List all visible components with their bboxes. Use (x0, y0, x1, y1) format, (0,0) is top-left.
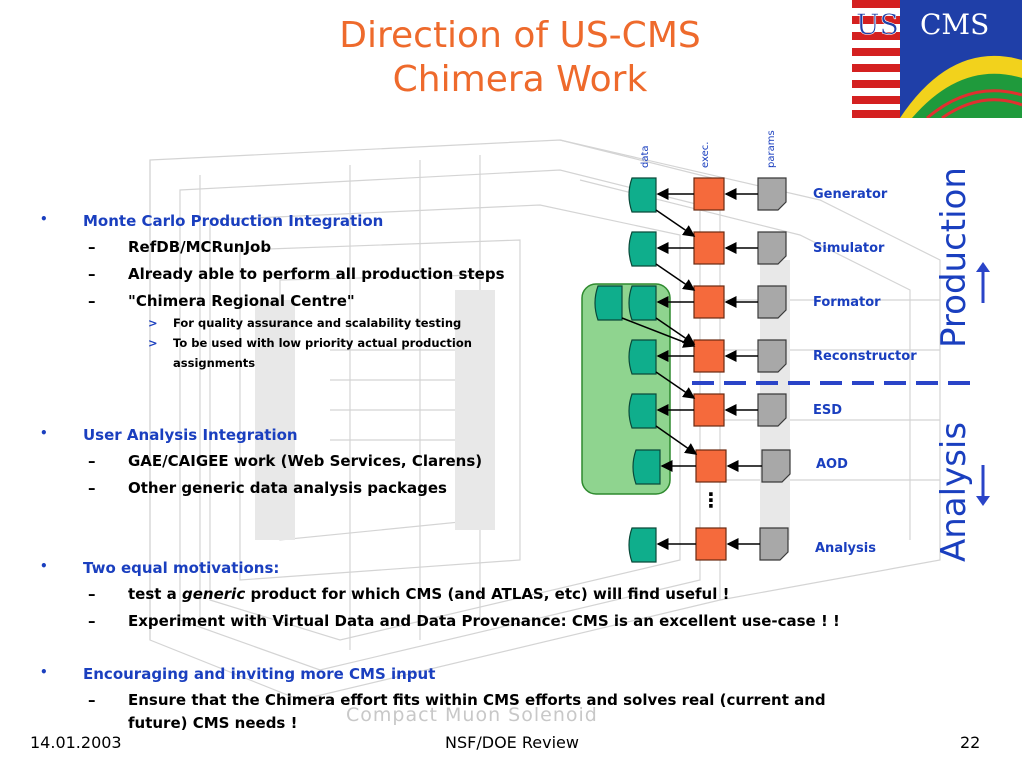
params-icon-simulator (757, 231, 787, 265)
data-icon-analysis (628, 527, 657, 563)
column-label-params: params (766, 130, 777, 168)
column-label-exec: exec. (700, 141, 711, 168)
title-line-1: Direction of US-CMS (339, 15, 701, 56)
params-icon-reconstructor (757, 339, 787, 373)
exec-icon-generator (693, 177, 725, 211)
arrow-down-icon (976, 496, 990, 506)
us-cms-logo: US CMS (852, 0, 1022, 118)
exec-icon-reconstructor (693, 339, 725, 373)
title-line-2: Chimera Work (392, 59, 648, 100)
params-icon-formator (757, 285, 787, 319)
slide-title: Direction of US-CMS Chimera Work (260, 14, 780, 102)
regional-centre-group (581, 283, 671, 495)
params-icon-analysis (759, 527, 789, 561)
data-icon-aod (632, 449, 661, 485)
stage-label-simulator: Simulator (813, 241, 885, 256)
data-icon-generator (628, 177, 657, 213)
exec-icon-analysis (695, 527, 727, 561)
data-icon-esd (628, 393, 657, 429)
data-icon-group-1 (594, 285, 623, 321)
params-icon-generator (757, 177, 787, 211)
stage-label-esd: ESD (813, 403, 843, 418)
stage-label-analysis: Analysis (815, 541, 876, 556)
bullet-dot: • (40, 212, 48, 226)
cms-watermark-text: Compact Muon Solenoid (346, 704, 598, 726)
footer-date: 14.01.2003 (30, 733, 122, 752)
params-icon-esd (757, 393, 787, 427)
stage-label-generator: Generator (813, 187, 888, 202)
exec-icon-formator (693, 285, 725, 319)
bullet-dot: • (40, 665, 48, 679)
bullet-dot: • (40, 559, 48, 573)
stage-label-aod: AOD (816, 457, 848, 472)
side-label-production: Production (934, 167, 974, 348)
bullet-dot: • (40, 426, 48, 440)
data-icon-formator (628, 285, 657, 321)
exec-icon-esd (693, 393, 725, 427)
svg-text:US: US (856, 8, 899, 41)
exec-icon-aod (695, 449, 727, 483)
side-label-analysis: Analysis (934, 421, 974, 562)
arrow-up-icon (976, 262, 990, 272)
column-label-data: data (640, 145, 651, 168)
data-icon-reconstructor (628, 339, 657, 375)
svg-text:CMS: CMS (920, 8, 989, 41)
ellipsis-vertical: ⋮ (701, 488, 721, 512)
params-icon-aod (761, 449, 791, 483)
stage-label-formator: Formator (813, 295, 881, 310)
footer-page-number: 22 (960, 733, 981, 752)
exec-icon-simulator (693, 231, 725, 265)
footer-title: NSF/DOE Review (445, 733, 579, 752)
data-icon-simulator (628, 231, 657, 267)
stage-label-reconstructor: Reconstructor (813, 349, 917, 364)
